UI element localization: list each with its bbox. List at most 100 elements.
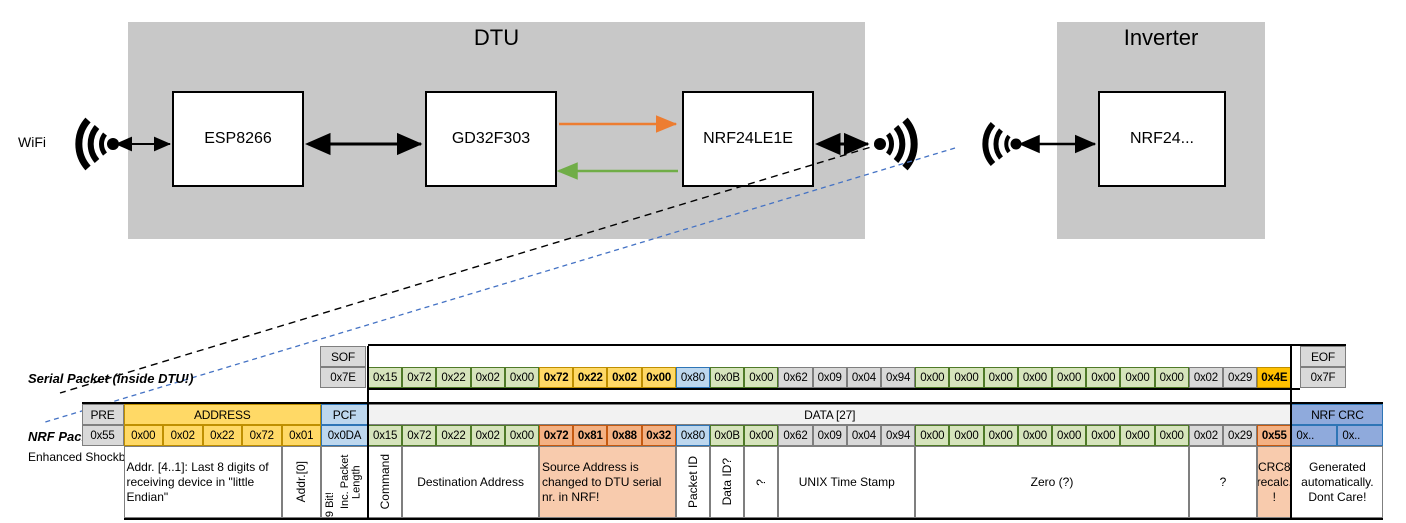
cell-label: Destination Address [417,474,524,489]
cell-label: Packet ID [685,455,700,509]
nrf-byte-8: 0x32 [641,425,676,446]
annotation-zero: Zero (?) [915,446,1189,518]
nrf-address-byte-0: 0x00 [123,425,163,446]
cell-label: Data ID? [719,458,734,506]
nrf-address-byte-4: 0x01 [281,425,321,446]
nrf-byte-25: 0x29 [1223,425,1258,446]
nrf-byte-18: 0x00 [983,425,1018,446]
nrf-byte-9: 0x80 [675,425,710,446]
annotation-address-note: Addr. [4..1]: Last 8 digits of receiving… [123,446,282,518]
serial-packet-label: Serial Packet (inside DTU!) [28,371,194,386]
cell-label: Addr. [4..1]: Last 8 digits of receiving… [126,459,269,504]
chip-gd32f303: GD32F303 [425,91,557,187]
serial-byte-6: 0x22 [573,367,608,388]
nrf-crc-byte-0: 0x.. [1291,425,1338,446]
cell-label: UNIX Time Stamp [798,474,895,489]
cell-label: ? [1219,474,1227,489]
serial-byte-21: 0x00 [1086,367,1121,388]
cell-label: CRC8 recalc. ! [1257,459,1292,504]
nrf-byte-3: 0x02 [470,425,505,446]
serial-byte-7: 0x02 [607,367,642,388]
cell-label: Generated automatically. Dont Care! [1301,459,1374,504]
cell-label: ? [753,478,768,486]
serial-byte-23: 0x00 [1154,367,1189,388]
table-divider [81,402,1384,404]
serial-sof-header: SOF [320,346,366,367]
table-divider [1290,346,1293,518]
nrf-pre-value: 0x55 [81,425,124,446]
nrf-byte-5: 0x72 [539,425,574,446]
serial-eof-value: 0x7F [1300,367,1346,388]
chip-nrf24: NRF24... [1098,91,1226,187]
serial-byte-5: 0x72 [539,367,574,388]
nrf-byte-6: 0x81 [573,425,608,446]
serial-byte-0: 0x15 [368,367,403,388]
table-divider [123,518,1384,520]
serial-byte-19: 0x00 [1017,367,1052,388]
serial-byte-24: 0x02 [1188,367,1223,388]
serial-byte-4: 0x00 [504,367,539,388]
serial-byte-8: 0x00 [641,367,676,388]
table-divider [368,388,1300,390]
nrf-byte-7: 0x88 [607,425,642,446]
nrf-byte-2: 0x22 [436,425,471,446]
nrf-byte-13: 0x09 [812,425,847,446]
nrf-byte-26: 0x55 [1257,425,1292,446]
serial-byte-11: 0x00 [744,367,779,388]
nrf-byte-22: 0x00 [1120,425,1155,446]
inverter-title: Inverter [1123,25,1199,50]
serial-byte-18: 0x00 [983,367,1018,388]
nrf-pcf-header: PCF [321,404,368,425]
annotation-command: Command [368,446,403,518]
nrf-address-byte-1: 0x02 [163,425,203,446]
nrf-crc-byte-1: 0x.. [1337,425,1384,446]
serial-byte-16: 0x00 [915,367,950,388]
chip-esp8266: ESP8266 [172,91,304,187]
pcf-note-1: Inc. Packet Length [339,454,363,510]
nrf-byte-19: 0x00 [1017,425,1052,446]
annotation-source-note: Source Address is changed to DTU serial … [539,446,676,518]
serial-byte-26: 0x4E [1257,367,1292,388]
nrf-address-header: ADDRESS [123,404,321,425]
nrf-byte-17: 0x00 [949,425,984,446]
nrf-byte-15: 0x94 [881,425,916,446]
nrf-byte-20: 0x00 [1052,425,1087,446]
wifi-antenna-icon-inverter [982,122,1022,166]
nrf-packet-sublabel: Enhanced Shockburst [28,450,146,464]
annotation-data-id: Data ID? [710,446,745,518]
serial-byte-25: 0x29 [1223,367,1258,388]
nrf-address-byte-3: 0x72 [242,425,282,446]
cell-label: Source Address is changed to DTU serial … [542,459,662,504]
serial-byte-20: 0x00 [1052,367,1087,388]
table-divider [367,346,369,518]
annotation-pcf-note: 9 Bit!Inc. Packet Length [321,446,368,518]
cell-label: Addr.[0] [293,461,308,503]
nrf-byte-23: 0x00 [1154,425,1189,446]
nrf-byte-24: 0x02 [1188,425,1223,446]
serial-eof-header: EOF [1300,346,1346,367]
pcf-note-0: 9 Bit! [324,491,337,517]
serial-byte-12: 0x62 [778,367,813,388]
nrf-byte-14: 0x04 [846,425,881,446]
serial-byte-1: 0x72 [402,367,437,388]
serial-byte-10: 0x0B [710,367,745,388]
nrf-byte-0: 0x15 [368,425,403,446]
nrf-byte-12: 0x62 [778,425,813,446]
annotation-timestamp: UNIX Time Stamp [778,446,916,518]
chip-nrf24le1e: NRF24LE1E [682,91,814,187]
wifi-label: WiFi [18,134,46,150]
nrf-byte-16: 0x00 [915,425,950,446]
nrf-byte-10: 0x0B [710,425,745,446]
serial-byte-15: 0x94 [881,367,916,388]
serial-byte-22: 0x00 [1120,367,1155,388]
cell-label: Zero (?) [1030,474,1074,489]
dtu-title: DTU [473,25,520,50]
annotation-auto-crc: Generated automatically. Dont Care! [1291,446,1384,518]
serial-byte-9: 0x80 [675,367,710,388]
serial-byte-3: 0x02 [470,367,505,388]
nrf-pre-header: PRE [81,404,124,425]
annotation-unknown-1: ? [744,446,779,518]
nrf-crc-header: NRF CRC [1291,404,1384,425]
serial-byte-2: 0x22 [436,367,471,388]
